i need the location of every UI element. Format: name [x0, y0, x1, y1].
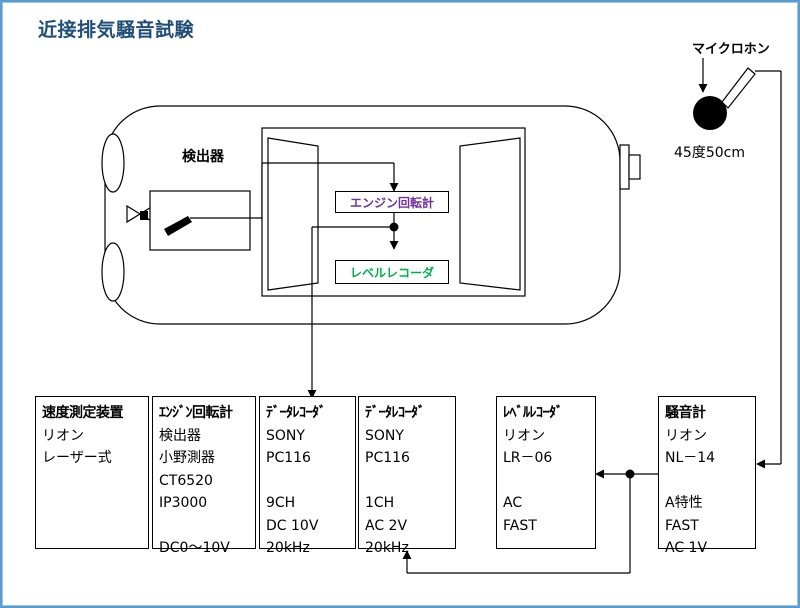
spec-box-speed-meter: 速度測定装置 リオン レーザー式 [35, 396, 149, 549]
spec-heading: ﾚﾍﾞﾙﾚｺｰﾀﾞ [503, 405, 563, 421]
exhaust-pipe-tip [628, 154, 641, 180]
detector-sensor [164, 216, 192, 236]
microphone-label: マイクロホン [692, 42, 770, 57]
spec-line: DC 10V [266, 517, 319, 534]
spec-line: A特性 [665, 495, 703, 511]
spec-line: AC 2V [365, 517, 408, 534]
spec-line [503, 470, 595, 493]
fan-hub [140, 211, 148, 220]
spec-line: 1CH [365, 495, 395, 511]
spec-line: レーザー式 [42, 450, 112, 466]
spec-line: 20kHz [365, 540, 409, 556]
spec-line: リオン [42, 427, 84, 444]
page-title: 近接排気騒音試験 [38, 19, 195, 41]
spec-heading: ｴﾝｼﾞﾝ回転計 [159, 405, 233, 421]
microphone-icon [693, 96, 727, 130]
spec-box-engine-rpm-meter: ｴﾝｼﾞﾝ回転計 検出器 小野測器 CT6520 IP3000 DC0～10V [152, 396, 256, 556]
spec-box-level-recorder: ﾚﾍﾞﾙﾚｺｰﾀﾞ リオン LR－06 AC FAST [496, 396, 596, 549]
spec-line: SONY [365, 427, 404, 444]
rear-wheel-bottom [101, 242, 125, 302]
right-seat-shape [459, 137, 521, 291]
spec-line [266, 470, 355, 493]
spec-line: FAST [665, 517, 699, 534]
spec-line: 検出器 [159, 427, 201, 444]
spec-line: PC116 [365, 450, 410, 466]
spec-line: FAST [503, 517, 537, 534]
spec-line: リオン [665, 427, 707, 444]
spec-heading: 騒音計 [665, 405, 706, 421]
spec-line: AC 1V [665, 540, 708, 556]
spec-line: AC [503, 495, 523, 511]
mic-position-label: 45度50cm [674, 145, 745, 161]
spec-line: NL－14 [665, 450, 716, 466]
spec-line: LR－06 [503, 450, 553, 466]
spec-line: CT6520 [159, 472, 213, 489]
spec-heading: ﾃﾞｰﾀﾚｺｰﾀﾞ [365, 405, 425, 421]
spec-line: 9CH [266, 495, 296, 511]
rear-wheel-top [101, 133, 125, 193]
level-recorder-label: レベルレコーダ [335, 260, 449, 284]
detector-label: 検出器 [182, 149, 224, 165]
spec-line: PC116 [266, 450, 311, 466]
spec-heading: 速度測定装置 [42, 405, 124, 421]
engine-rpm-meter-label: エンジン回転計 [335, 191, 449, 213]
spec-line [665, 470, 755, 493]
spec-line [159, 515, 255, 538]
spec-box-data-recorder-9ch: ﾃﾞｰﾀﾚｺｰﾀﾞ SONY PC116 9CH DC 10V 20kHz [259, 396, 356, 556]
left-seat-shape [267, 137, 319, 291]
spec-line: 小野測器 [159, 450, 215, 466]
spec-line [365, 470, 455, 493]
spec-line: SONY [266, 427, 305, 444]
spec-heading: ﾃﾞｰﾀﾚｺｰﾀﾞ [266, 405, 326, 421]
microphone-stand [721, 67, 756, 109]
spec-line: DC0～10V [159, 540, 230, 556]
exhaust-pipe [619, 144, 630, 190]
spec-box-sound-level-meter: 騒音計 リオン NL－14 A特性 FAST AC 1V [658, 396, 756, 556]
spec-line: 20kHz [266, 540, 310, 556]
spec-line: リオン [503, 427, 545, 444]
spec-box-data-recorder-1ch: ﾃﾞｰﾀﾚｺｰﾀﾞ SONY PC116 1CH AC 2V 20kHz [358, 396, 456, 556]
detector-box [149, 190, 251, 251]
spec-line: IP3000 [159, 495, 208, 511]
